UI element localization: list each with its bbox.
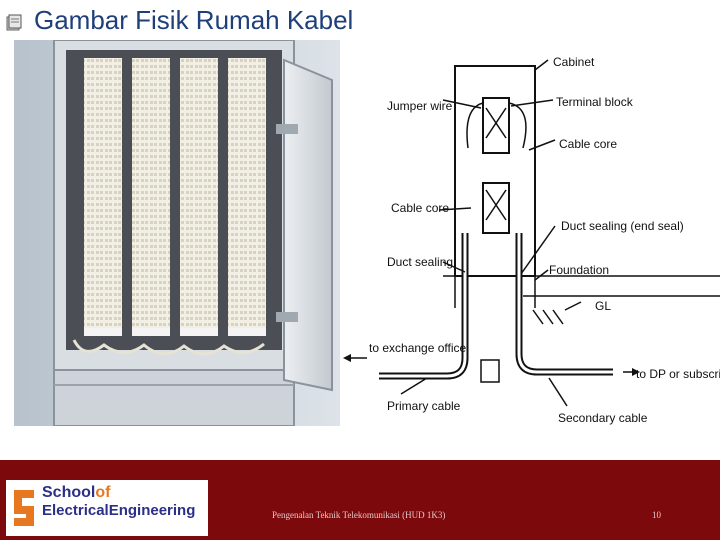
label-jumper-wire: Jumper wire <box>387 99 453 113</box>
cabinet-photo <box>14 40 340 426</box>
footer-course-text: Pengenalan Teknik Telekomunikasi (HUD 1K… <box>272 510 446 520</box>
school-logo: Schoolof ElectricalEngineering <box>6 480 208 536</box>
cable-house-diagram: Cabinet Jumper wire Terminal block Cable… <box>343 48 720 428</box>
logo-line1: Schoolof <box>42 484 111 501</box>
label-secondary-cable: Secondary cable <box>558 411 648 425</box>
label-gl: GL <box>595 299 611 313</box>
label-cable-core-right: Cable core <box>559 137 617 151</box>
label-to-dp: to DP or subscriber <box>636 367 720 381</box>
label-cabinet: Cabinet <box>553 55 595 69</box>
label-primary-cable: Primary cable <box>387 399 461 413</box>
book-icon <box>6 14 22 31</box>
logo-line2: ElectricalEngineering <box>42 502 196 519</box>
logo-mark-icon <box>14 490 34 526</box>
page-number: 10 <box>652 510 661 520</box>
label-duct-sealing: Duct sealing <box>387 255 453 269</box>
label-terminal-block: Terminal block <box>556 95 634 109</box>
label-cable-core-left: Cable core <box>391 201 449 215</box>
terminal-block-upper <box>482 97 510 154</box>
label-to-exchange: to exchange office <box>369 341 467 355</box>
label-foundation: Foundation <box>549 263 609 277</box>
slide-title: Gambar Fisik Rumah Kabel <box>34 5 354 35</box>
label-duct-sealing-end: Duct sealing (end seal) <box>561 219 684 233</box>
